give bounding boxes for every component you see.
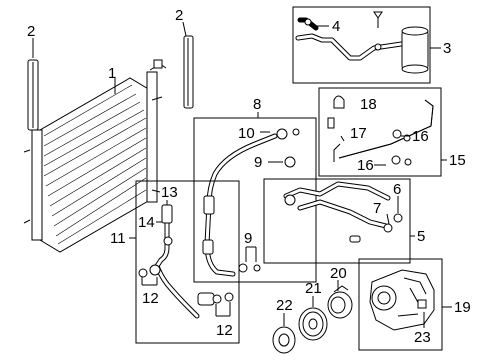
box-receiver-dryer xyxy=(292,6,431,84)
callout-20: 20 xyxy=(330,265,347,282)
clutch-coil-part xyxy=(327,285,353,319)
callout-7: 7 xyxy=(373,200,381,217)
callout-15: 15 xyxy=(449,152,466,169)
callout-18: 18 xyxy=(360,96,377,113)
callout-1: 1 xyxy=(108,65,116,82)
discharge-line-left-part xyxy=(138,204,234,319)
callout-11: 11 xyxy=(110,230,126,247)
callout-12-left: 12 xyxy=(142,290,159,307)
box-discharge-line-right xyxy=(263,178,411,264)
callout-22: 22 xyxy=(276,297,293,314)
callout-6: 6 xyxy=(393,181,401,198)
clutch-hub-part xyxy=(272,326,296,354)
condenser-part xyxy=(23,59,167,253)
box-liquid-line xyxy=(318,87,442,177)
callout-14: 14 xyxy=(138,214,155,231)
callout-4: 4 xyxy=(332,18,340,35)
callout-3: 3 xyxy=(443,40,451,57)
callout-10: 10 xyxy=(238,125,255,142)
compressor-part xyxy=(369,269,435,331)
receiver-dryer-part xyxy=(295,11,429,74)
callout-23: 23 xyxy=(414,329,431,346)
callout-16-lower: 16 xyxy=(357,157,374,174)
seal-strip-left xyxy=(27,59,39,131)
discharge-line-right-part xyxy=(283,181,403,243)
callout-16-upper: 16 xyxy=(412,128,429,145)
callout-5: 5 xyxy=(417,228,425,245)
box-suction-line xyxy=(193,117,317,283)
callout-2-right: 2 xyxy=(175,7,183,24)
callout-21: 21 xyxy=(305,280,322,297)
callout-13: 13 xyxy=(161,184,178,201)
callout-19: 19 xyxy=(454,299,471,316)
liquid-line-part xyxy=(327,95,434,166)
box-compressor xyxy=(358,258,443,351)
box-discharge-line-left xyxy=(135,180,240,344)
clutch-pulley-part xyxy=(298,307,328,341)
seal-strip-right xyxy=(183,35,194,109)
callout-17: 17 xyxy=(350,125,367,142)
callout-labels: 1 2 2 3 4 5 6 7 8 9 9 10 11 12 12 13 14 … xyxy=(27,7,471,346)
suction-line-part xyxy=(202,128,300,277)
callout-9-lower: 9 xyxy=(244,230,252,247)
callout-2-left: 2 xyxy=(27,23,35,40)
callout-9-upper: 9 xyxy=(254,154,262,171)
callout-8: 8 xyxy=(253,96,261,113)
callout-12-right: 12 xyxy=(216,322,233,339)
